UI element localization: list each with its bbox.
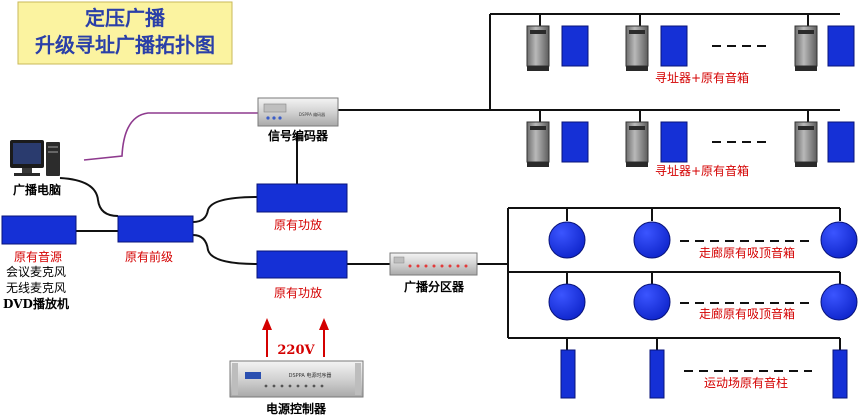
ceiling-speaker — [820, 283, 858, 321]
encoder-panel-text: DSPPA 编码器 — [299, 111, 325, 117]
signal-encoder: DSPPA 编码器 信号编码器 — [257, 97, 339, 143]
addresser-unit — [794, 25, 855, 71]
power-controller: 220V DSPPA 电源时序器 电源控制器 — [229, 318, 364, 416]
power-label: 电源控制器 — [266, 401, 327, 416]
voltage-label: 220V — [277, 343, 315, 358]
amplifier-2-label: 原有功放 — [274, 285, 322, 300]
ceiling-speaker-row-2: 走廊原有吸顶音箱 — [548, 283, 858, 321]
addresser-row-2: 寻址器+原有音箱 — [526, 121, 855, 178]
encoder-label: 信号编码器 — [268, 128, 329, 143]
column-row-label: 运动场原有音柱 — [704, 375, 788, 390]
ceiling-speaker — [633, 221, 671, 259]
addresser-unit — [794, 121, 855, 167]
column-speaker — [832, 349, 848, 399]
source-item: 无线麦克风 — [6, 281, 66, 295]
amplifier-1-label: 原有功放 — [274, 217, 322, 232]
ceiling-speaker — [548, 221, 586, 259]
source-item: DVD播放机 — [3, 296, 69, 311]
column-speaker-row: 运动场原有音柱 — [560, 349, 848, 399]
sources-label: 原有音源 — [14, 249, 62, 264]
divider-label: 广播分区器 — [404, 279, 465, 294]
ceiling-speaker — [548, 283, 586, 321]
amplifier-1: 原有功放 — [256, 183, 348, 232]
amplifier-2: 原有功放 — [256, 250, 348, 300]
audio-sources: 原有音源 会议麦克风 无线麦克风 DVD播放机 — [1, 215, 77, 311]
title-line1: 定压广播 — [85, 6, 166, 30]
pc-label: 广播电脑 — [13, 182, 61, 197]
wiring — [59, 13, 841, 350]
ceiling-speaker — [633, 283, 671, 321]
ceiling-speaker-row-1: 走廊原有吸顶音箱 — [548, 221, 858, 260]
addresser-row-2-label: 寻址器+原有音箱 — [655, 163, 749, 178]
preamp: 原有前级 — [117, 215, 194, 264]
source-item: 会议麦克风 — [6, 265, 66, 279]
column-speaker — [649, 349, 665, 399]
addresser-unit — [526, 25, 589, 71]
addresser-row-1-label: 寻址器+原有音箱 — [655, 70, 749, 85]
broadcast-pc: 广播电脑 — [10, 140, 61, 197]
ceiling-row-1-label: 走廊原有吸顶音箱 — [699, 245, 795, 260]
addresser-unit — [526, 121, 589, 167]
preamp-label: 原有前级 — [125, 249, 173, 264]
ceiling-row-2-label: 走廊原有吸顶音箱 — [699, 306, 795, 321]
continuation-dashes — [680, 45, 812, 372]
zone-divider: 广播分区器 — [389, 252, 478, 294]
ceiling-speaker — [820, 221, 858, 259]
power-panel-text: DSPPA 电源时序器 — [289, 372, 332, 379]
addresser-unit — [625, 121, 688, 167]
addresser-unit — [625, 25, 688, 71]
addresser-row-1: 寻址器+原有音箱 — [526, 25, 855, 85]
title-block: 定压广播 升级寻址广播拓扑图 — [17, 1, 233, 65]
column-speaker — [560, 349, 576, 399]
title-line2: 升级寻址广播拓扑图 — [35, 33, 215, 57]
